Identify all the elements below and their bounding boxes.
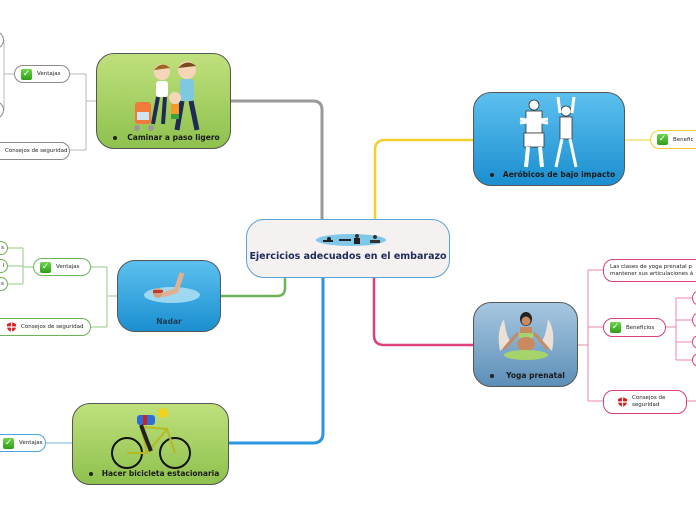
- subtopic-label: Benefic: [673, 136, 694, 143]
- topic-aerobicos[interactable]: Aeróbicos de bajo impacto: [473, 92, 625, 186]
- family-walking-illustration: [134, 61, 200, 131]
- leaf-label: s: [1, 245, 4, 251]
- subtopic-label: Consejos de seguridad: [5, 148, 68, 154]
- swimmer-photo: [144, 272, 200, 303]
- bullet-icon: [113, 135, 117, 140]
- central-topic[interactable]: Ejercicios adecuados en el embarazo: [246, 219, 450, 278]
- bullet-icon: [89, 471, 93, 476]
- bullet-icon: [490, 172, 494, 177]
- leaf-label: l: [2, 263, 4, 269]
- checkmark-icon: ✓: [40, 261, 51, 273]
- subtopic-nadar-consejos[interactable]: Consejos de seguridad: [0, 318, 91, 336]
- leaf-label: s: [1, 281, 4, 287]
- cyclist-illustration: [111, 408, 191, 469]
- subtopic-label: Beneficios: [626, 324, 655, 331]
- central-title: Ejercicios adecuados en el embarazo: [249, 251, 447, 262]
- subtopic-yoga-consejos[interactable]: Consejos de seguridad: [603, 390, 687, 414]
- topic-label: Aeróbicos de bajo impacto: [474, 170, 624, 179]
- subtopic-text-line: mantener sus articulaciones á: [610, 270, 694, 277]
- subtopic-label-group: Consejos de seguridad: [632, 395, 665, 409]
- subtopic-text-line: Las clases de yoga prenatal p: [610, 263, 692, 270]
- subtopic-caminar-consejos[interactable]: Consejos de seguridad: [0, 142, 70, 160]
- prenatal-yoga-illustration: [498, 312, 554, 360]
- subtopic-caminar-ventajas[interactable]: ✓ Ventajas: [14, 65, 70, 83]
- subtopic-label: Ventajas: [56, 264, 80, 270]
- shield-icon: [618, 397, 627, 407]
- topic-label: Caminar a paso ligero: [97, 133, 230, 142]
- aerobics-figures-illustration: [519, 97, 578, 168]
- subtopic-nadar-ventajas[interactable]: ✓ Ventajas: [33, 258, 91, 276]
- bullet-icon: [490, 373, 494, 378]
- topic-yoga[interactable]: Yoga prenatal: [473, 302, 578, 387]
- topic-caminar[interactable]: Caminar a paso ligero: [96, 53, 231, 149]
- checkmark-icon: ✓: [657, 134, 668, 145]
- subtopic-label: Consejos de seguridad: [21, 324, 84, 330]
- checkmark-icon: ✓: [21, 68, 32, 80]
- exercise-figures-icon: [316, 234, 386, 246]
- topic-label: Hacer bicicleta estacionaria: [73, 469, 228, 478]
- subtopic-aerobicos-beneficios[interactable]: ✓ Benefic: [650, 130, 696, 149]
- checkmark-icon: ✓: [610, 322, 621, 333]
- subtopic-label: Consejos de: [632, 395, 666, 401]
- subtopic-label: Ventajas: [19, 440, 43, 446]
- topic-bicicleta[interactable]: Hacer bicicleta estacionaria: [72, 403, 229, 485]
- subtopic-bicicleta-ventajas[interactable]: ✓ Ventajas: [0, 434, 46, 452]
- topic-label: Yoga prenatal: [474, 371, 577, 380]
- topic-label: Nadar: [156, 317, 182, 326]
- subtopic-label: Ventajas: [37, 71, 61, 77]
- subtopic-label: seguridad: [632, 402, 660, 408]
- shield-icon: [7, 322, 16, 332]
- subtopic-yoga-beneficios[interactable]: ✓ Beneficios: [603, 318, 666, 337]
- checkmark-icon: ✓: [3, 437, 14, 449]
- topic-nadar[interactable]: Nadar: [117, 260, 221, 332]
- subtopic-yoga-descripcion[interactable]: Las clases de yoga prenatal p mantener s…: [603, 259, 696, 282]
